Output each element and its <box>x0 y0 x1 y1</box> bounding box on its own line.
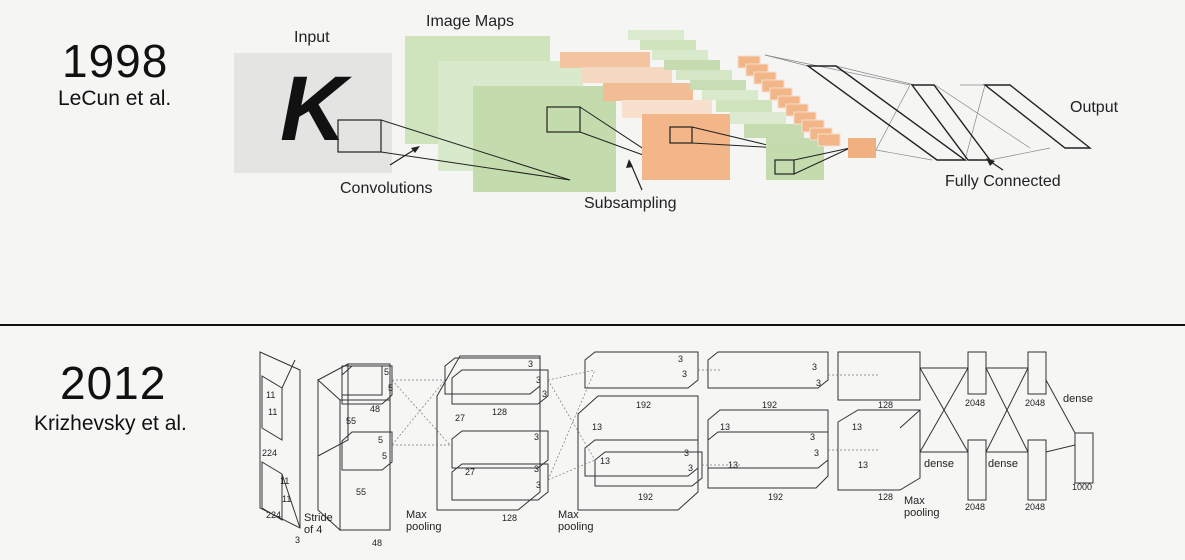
svg-text:3: 3 <box>542 389 547 399</box>
svg-text:pooling: pooling <box>406 521 441 533</box>
conv-kernel-3 <box>669 126 693 144</box>
svg-text:3: 3 <box>812 362 817 372</box>
subsample-stack-2 <box>737 55 876 158</box>
svg-text:128: 128 <box>878 400 893 410</box>
svg-text:dense: dense <box>924 458 954 470</box>
svg-text:3: 3 <box>534 464 539 474</box>
svg-text:128: 128 <box>492 407 507 417</box>
svg-text:192: 192 <box>762 400 777 410</box>
panel-divider <box>0 324 1185 326</box>
svg-text:2048: 2048 <box>1025 398 1045 408</box>
label-subsampling: Subsampling <box>584 195 677 212</box>
svg-text:48: 48 <box>370 404 380 414</box>
svg-text:192: 192 <box>636 400 651 410</box>
svg-text:5: 5 <box>384 367 389 377</box>
svg-text:Max: Max <box>406 509 427 521</box>
svg-text:11: 11 <box>282 494 291 504</box>
svg-text:13: 13 <box>728 460 738 470</box>
svg-text:3: 3 <box>814 448 819 458</box>
svg-text:13: 13 <box>592 422 602 432</box>
svg-text:pooling: pooling <box>904 507 939 519</box>
svg-text:2048: 2048 <box>1025 502 1045 512</box>
svg-text:3: 3 <box>678 354 683 364</box>
alexnet-connections <box>391 369 880 481</box>
svg-text:27: 27 <box>465 467 475 477</box>
alexnet-panel <box>0 327 1185 560</box>
svg-text:128: 128 <box>878 492 893 502</box>
svg-text:3: 3 <box>810 432 815 442</box>
svg-text:Max: Max <box>904 495 925 507</box>
svg-text:2048: 2048 <box>965 502 985 512</box>
author-krizhevsky: Krizhevsky et al. <box>34 412 187 435</box>
dense-connections <box>919 367 1076 453</box>
svg-text:55: 55 <box>346 416 356 426</box>
svg-text:13: 13 <box>852 422 862 432</box>
svg-text:3: 3 <box>688 463 693 473</box>
svg-text:2048: 2048 <box>965 398 985 408</box>
input-glyph: K <box>280 58 353 160</box>
input-image <box>234 53 392 173</box>
year-1998: 1998 <box>62 35 169 87</box>
label-image-maps: Image Maps <box>426 13 514 30</box>
label-fully-connected: Fully Connected <box>945 173 1061 190</box>
svg-text:of 4: of 4 <box>304 524 322 536</box>
conv-kernel-1 <box>337 119 382 153</box>
label-output: Output <box>1070 99 1119 116</box>
feature-map-3 <box>473 86 616 192</box>
label-input: Input <box>294 29 330 46</box>
svg-text:3: 3 <box>536 375 541 385</box>
subsample-map-3 <box>603 83 693 101</box>
fc-layer-3 <box>982 84 1093 149</box>
year-2012: 2012 <box>60 357 167 409</box>
svg-text:192: 192 <box>768 492 783 502</box>
subsample-map-5 <box>642 114 730 180</box>
svg-text:55: 55 <box>356 487 366 497</box>
svg-text:13: 13 <box>600 456 610 466</box>
subsample-map-2 <box>582 67 672 83</box>
svg-text:5: 5 <box>382 451 387 461</box>
fc-layer-1 <box>805 65 968 161</box>
svg-text:11: 11 <box>280 476 289 486</box>
svg-text:48: 48 <box>372 538 382 548</box>
author-lecun: LeCun et al. <box>58 87 172 110</box>
conv-kernel-2 <box>546 106 581 133</box>
svg-text:3: 3 <box>684 448 689 458</box>
label-convolutions: Convolutions <box>340 180 433 197</box>
svg-text:3: 3 <box>534 432 539 442</box>
svg-text:13: 13 <box>720 422 730 432</box>
svg-text:3: 3 <box>295 535 300 545</box>
svg-text:Max: Max <box>558 509 579 521</box>
svg-text:11: 11 <box>266 390 275 400</box>
svg-text:27: 27 <box>455 413 465 423</box>
subsample-map-4 <box>622 100 712 118</box>
conv-kernel-4 <box>774 159 795 175</box>
svg-text:3: 3 <box>682 369 687 379</box>
svg-text:pooling: pooling <box>558 521 593 533</box>
lenet-diagram: K Input Image Maps <box>234 13 1119 212</box>
svg-text:3: 3 <box>816 378 821 388</box>
svg-text:5: 5 <box>378 435 383 445</box>
svg-text:3: 3 <box>528 359 533 369</box>
svg-text:dense: dense <box>1063 393 1093 405</box>
svg-text:224: 224 <box>266 510 281 520</box>
svg-text:13: 13 <box>858 460 868 470</box>
svg-text:3: 3 <box>536 480 541 490</box>
svg-text:1000: 1000 <box>1072 482 1092 492</box>
svg-text:dense: dense <box>988 458 1018 470</box>
svg-text:Stride: Stride <box>304 512 333 524</box>
subsample-map-1 <box>560 52 650 68</box>
svg-text:192: 192 <box>638 492 653 502</box>
fc-connections <box>764 54 1051 161</box>
svg-text:5: 5 <box>388 383 393 393</box>
svg-text:11: 11 <box>268 407 277 417</box>
svg-text:128: 128 <box>502 513 517 523</box>
svg-text:224: 224 <box>262 448 277 458</box>
